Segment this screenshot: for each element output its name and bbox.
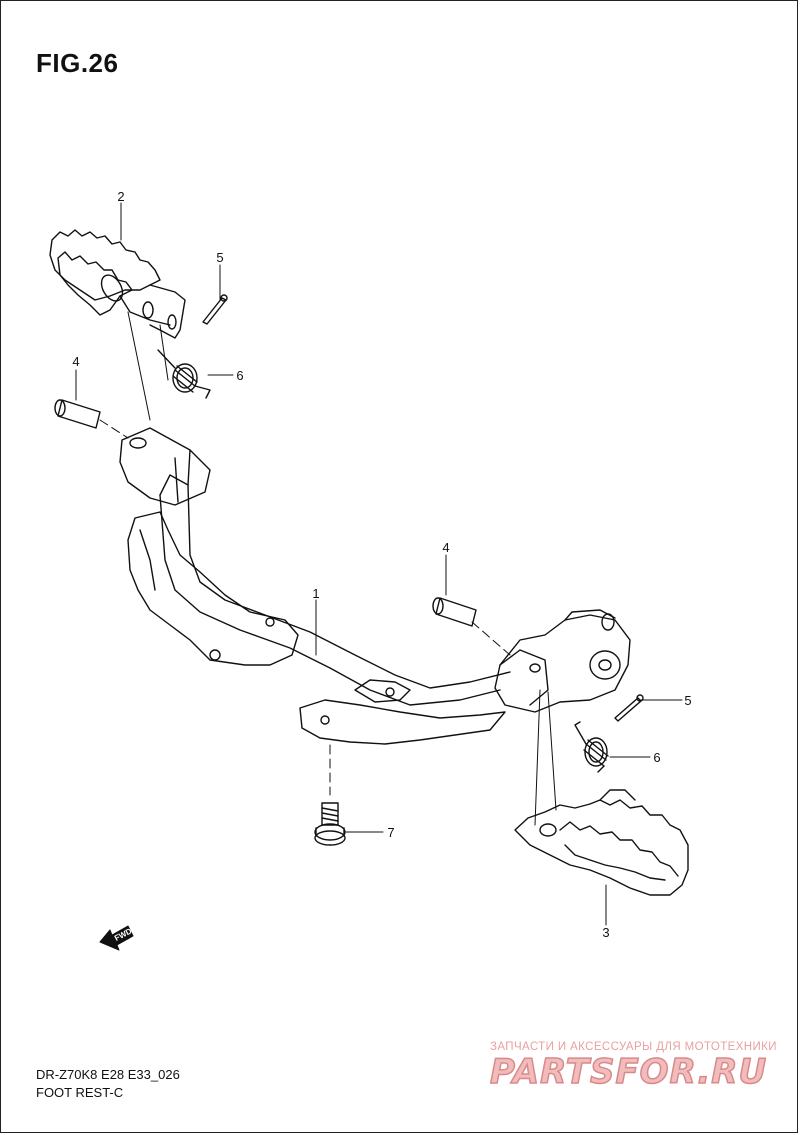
part-5-cotter-pin-left[interactable]: [202, 294, 228, 325]
part-1-bracket[interactable]: [127, 474, 511, 745]
part-3-right-step[interactable]: [514, 789, 689, 896]
part-7-bolt[interactable]: [314, 802, 346, 846]
callout-4-right: 4: [442, 540, 449, 555]
watermark-logo: PARTSFOR.RU: [489, 1051, 768, 1093]
part-2-left-step[interactable]: [49, 229, 186, 339]
right-pivot-bracket: [494, 609, 631, 713]
model-code: DR-Z70K8 E28 E33_026: [36, 1067, 180, 1082]
part-5-cotter-pin-right[interactable]: [614, 694, 644, 722]
part-6-spring-left[interactable]: [157, 349, 211, 399]
callout-4-left: 4: [72, 354, 79, 369]
callout-6-right: 6: [653, 750, 660, 765]
callout-6-left: 6: [236, 368, 243, 383]
callout-2: 2: [117, 189, 124, 204]
callout-1: 1: [312, 586, 319, 601]
fwd-arrow-icon: FWD: [99, 925, 134, 951]
figure-title: FIG.26: [36, 48, 119, 78]
callout-7: 7: [387, 825, 394, 840]
watermark-subtitle: ЗАПЧАСТИ И АКСЕССУАРЫ ДЛЯ МОТОТЕХНИКИ: [490, 1041, 777, 1053]
callout-3: 3: [602, 925, 609, 940]
assembly-lines: [99, 419, 511, 796]
part-4-pin-left[interactable]: [54, 399, 101, 429]
callout-leaders: [75, 202, 683, 926]
assembly-lines-solid: [127, 311, 557, 826]
part-4-pin-right[interactable]: [432, 597, 477, 627]
left-pivot-boss: [119, 427, 211, 506]
part-6-spring-right[interactable]: [574, 721, 609, 773]
section-name: FOOT REST-C: [36, 1085, 124, 1100]
callout-5-left: 5: [216, 250, 223, 265]
callout-5-right: 5: [684, 693, 691, 708]
